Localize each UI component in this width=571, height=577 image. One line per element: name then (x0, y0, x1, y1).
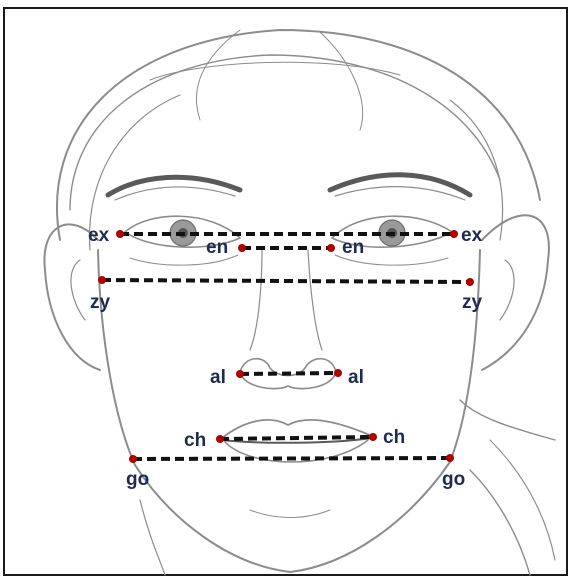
label-ex-right: ex (461, 225, 483, 246)
al-al-line (240, 373, 338, 374)
ex-right-dot (450, 230, 458, 238)
go-left-dot (129, 455, 137, 463)
label-en-right: en (342, 237, 364, 258)
zy-left-dot (98, 276, 106, 284)
ch-right-dot (369, 433, 377, 441)
ex-left-dot (116, 230, 124, 238)
label-ch-left: ch (184, 430, 206, 451)
label-go-right: go (442, 469, 465, 490)
zy-zy-line (102, 280, 470, 282)
ch-ch-line (220, 437, 373, 439)
label-zy-right: zy (462, 292, 483, 313)
label-en-left: en (206, 237, 228, 258)
landmark-dots (98, 230, 474, 463)
landmark-labels: ex ex en en zy zy al al ch ch go go (88, 225, 483, 490)
en-left-dot (238, 244, 246, 252)
figure-frame (4, 8, 567, 575)
al-left-dot (236, 370, 244, 378)
ch-left-dot (216, 435, 224, 443)
zy-right-dot (466, 278, 474, 286)
al-right-dot (334, 369, 342, 377)
go-right-dot (446, 454, 454, 462)
measurement-lines (102, 234, 470, 459)
go-go-line (133, 458, 450, 459)
label-zy-left: zy (90, 292, 111, 313)
label-go-left: go (126, 469, 149, 490)
en-right-dot (327, 244, 335, 252)
label-ch-right: ch (383, 427, 405, 448)
label-ex-left: ex (88, 225, 110, 246)
label-al-right: al (348, 367, 364, 388)
label-al-left: al (210, 367, 226, 388)
